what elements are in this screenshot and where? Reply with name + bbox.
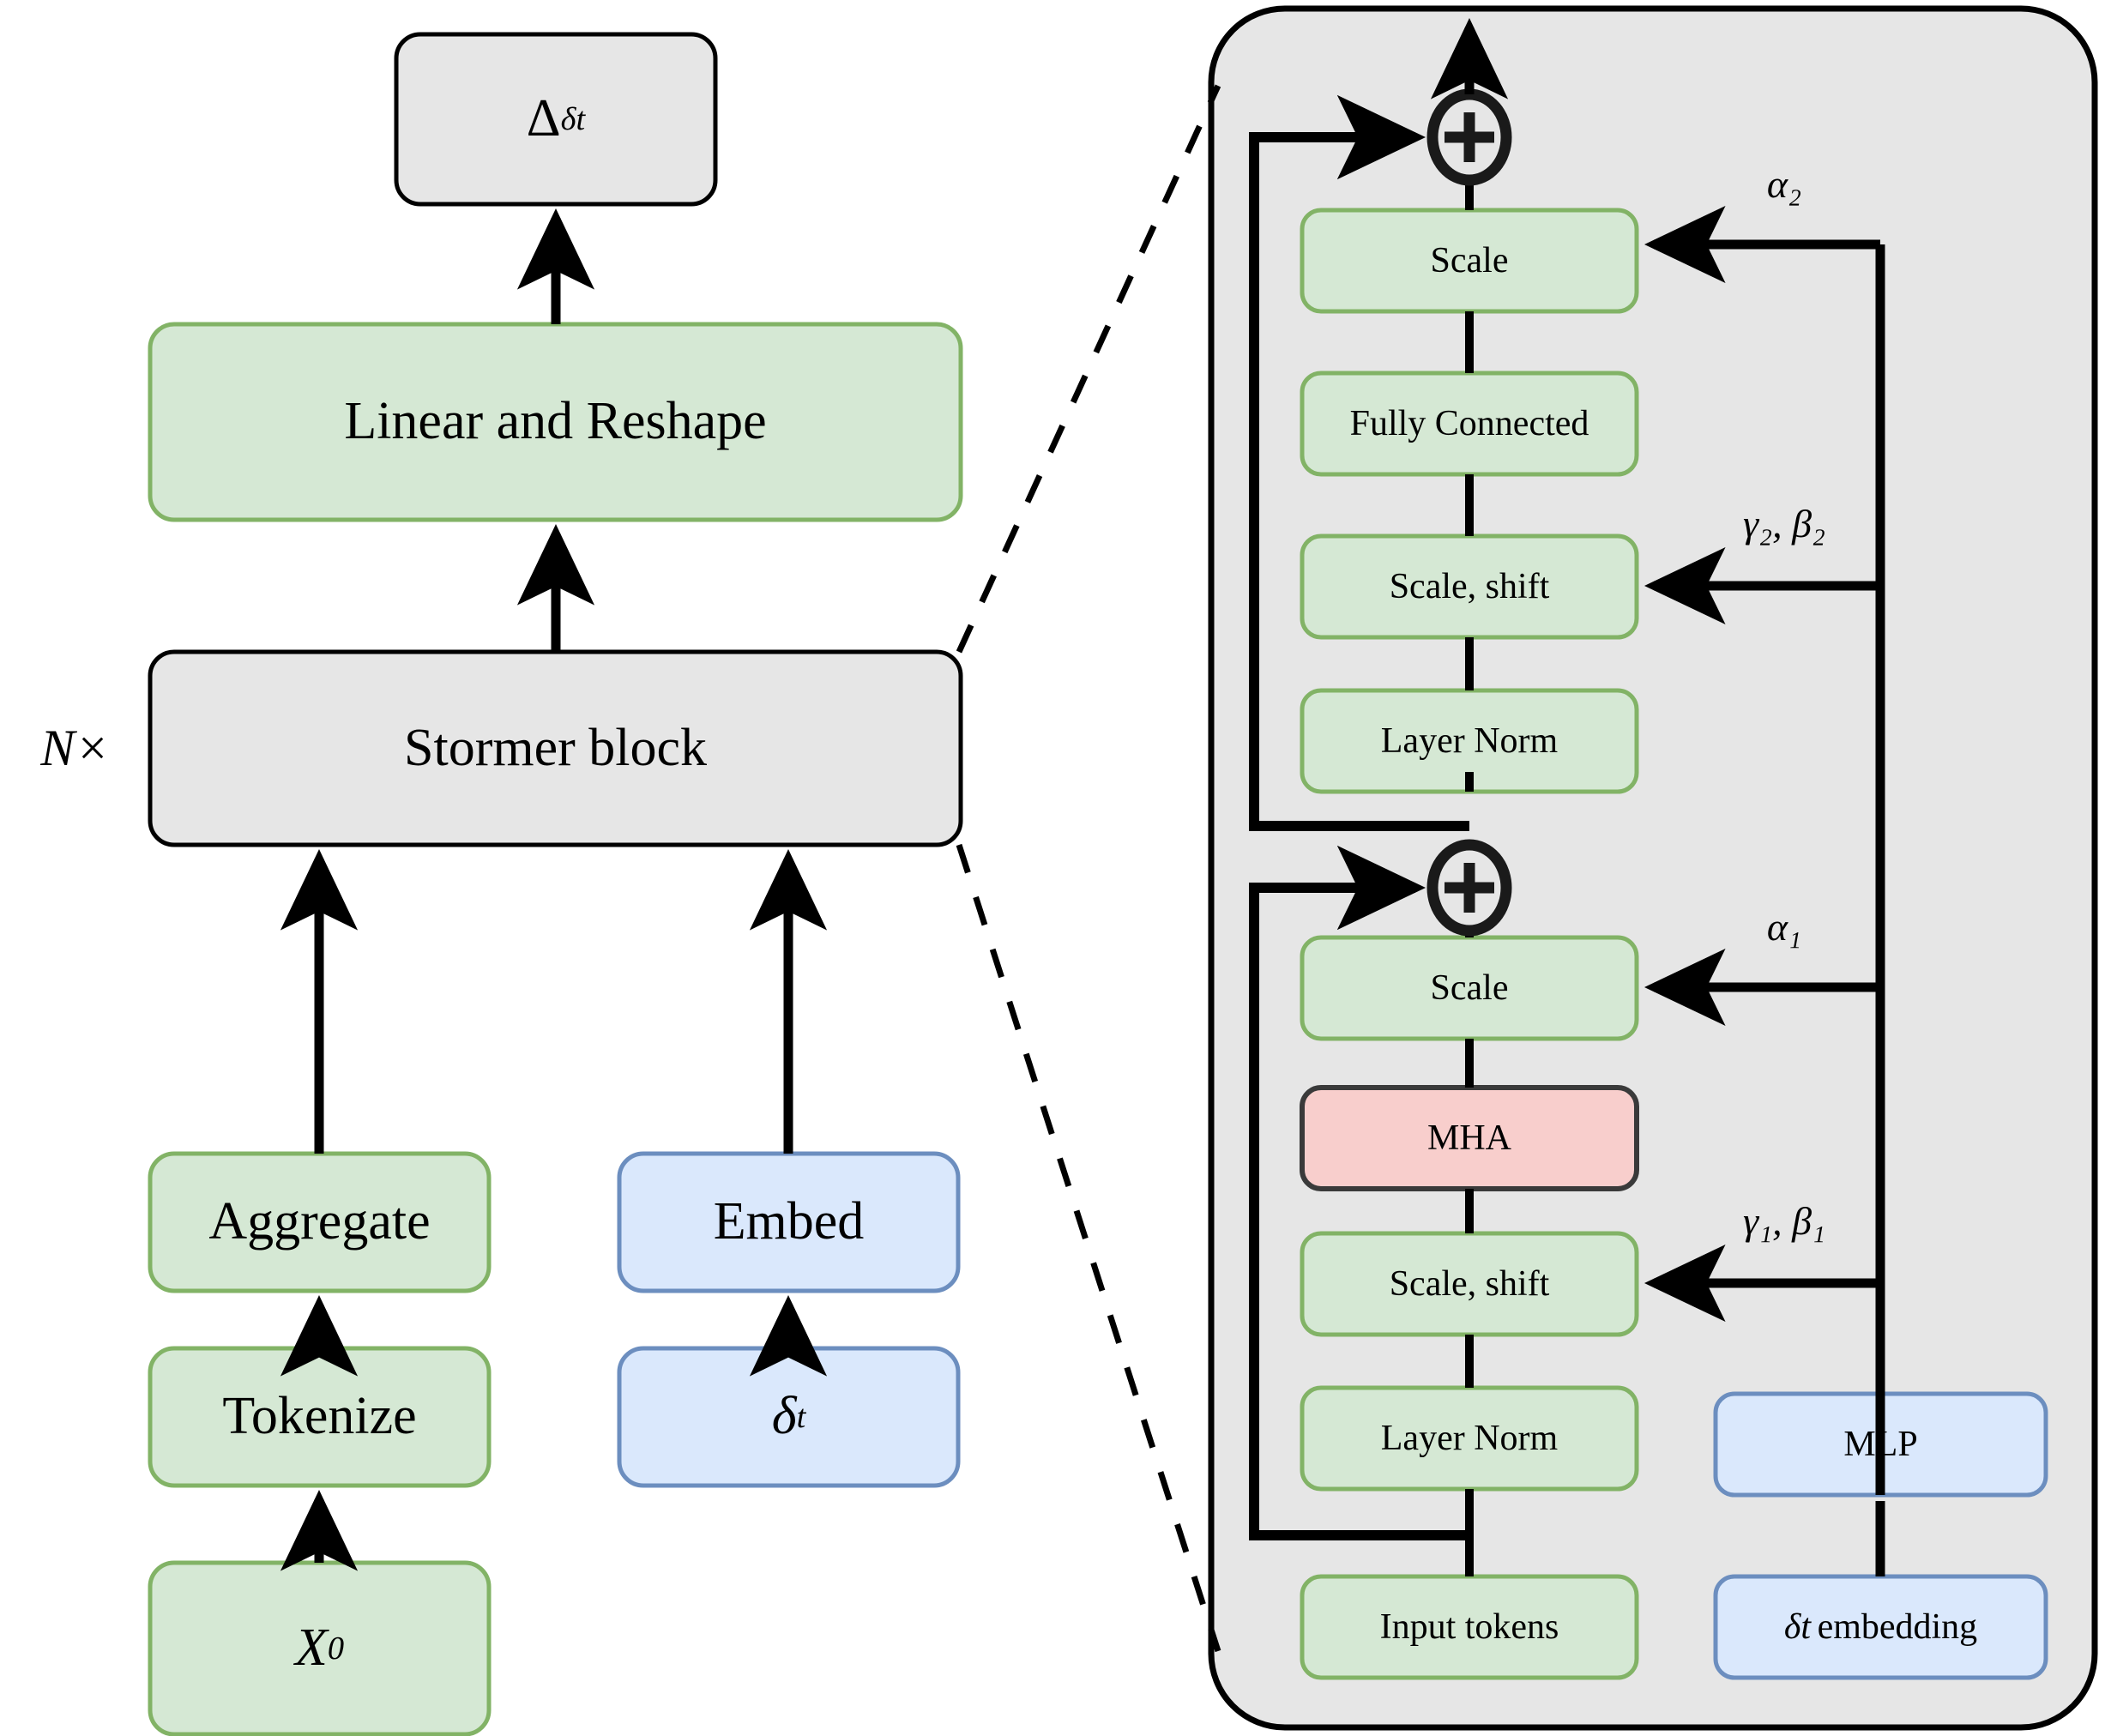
left-pipeline-arrows	[280, 208, 828, 1571]
op-add-2	[1426, 88, 1512, 186]
node-delta-t[interactable]	[617, 1346, 961, 1488]
conditioning-arrows	[1644, 205, 1880, 1323]
op-add-1	[1426, 839, 1512, 937]
detail-node-layer-norm-1[interactable]	[1300, 1385, 1639, 1492]
detail-node-scale-shift-2[interactable]	[1300, 533, 1639, 640]
detail-node-scale-shift-1[interactable]	[1300, 1231, 1639, 1337]
detail-node-scale-1[interactable]	[1300, 935, 1639, 1041]
detail-node-scale-2[interactable]	[1300, 208, 1639, 314]
node-aggregate[interactable]	[148, 1151, 492, 1293]
node-linear-reshape[interactable]	[148, 322, 963, 522]
node-stormer-block[interactable]	[148, 649, 963, 847]
node-x0[interactable]	[148, 1560, 492, 1736]
detail-node-mha[interactable]	[1300, 1085, 1639, 1191]
detail-node-fully-connected[interactable]	[1300, 371, 1639, 477]
detail-node-input-tokens[interactable]	[1300, 1574, 1639, 1680]
node-tokenize[interactable]	[148, 1346, 492, 1488]
residual-connection-2	[1249, 94, 1469, 831]
residual-connection-1	[1249, 845, 1469, 1540]
detail-node-dt-embedding[interactable]	[1713, 1574, 2048, 1680]
node-embed[interactable]	[617, 1151, 961, 1293]
callout-dashed-lines	[956, 84, 1221, 1653]
node-output-delta[interactable]	[394, 32, 718, 207]
